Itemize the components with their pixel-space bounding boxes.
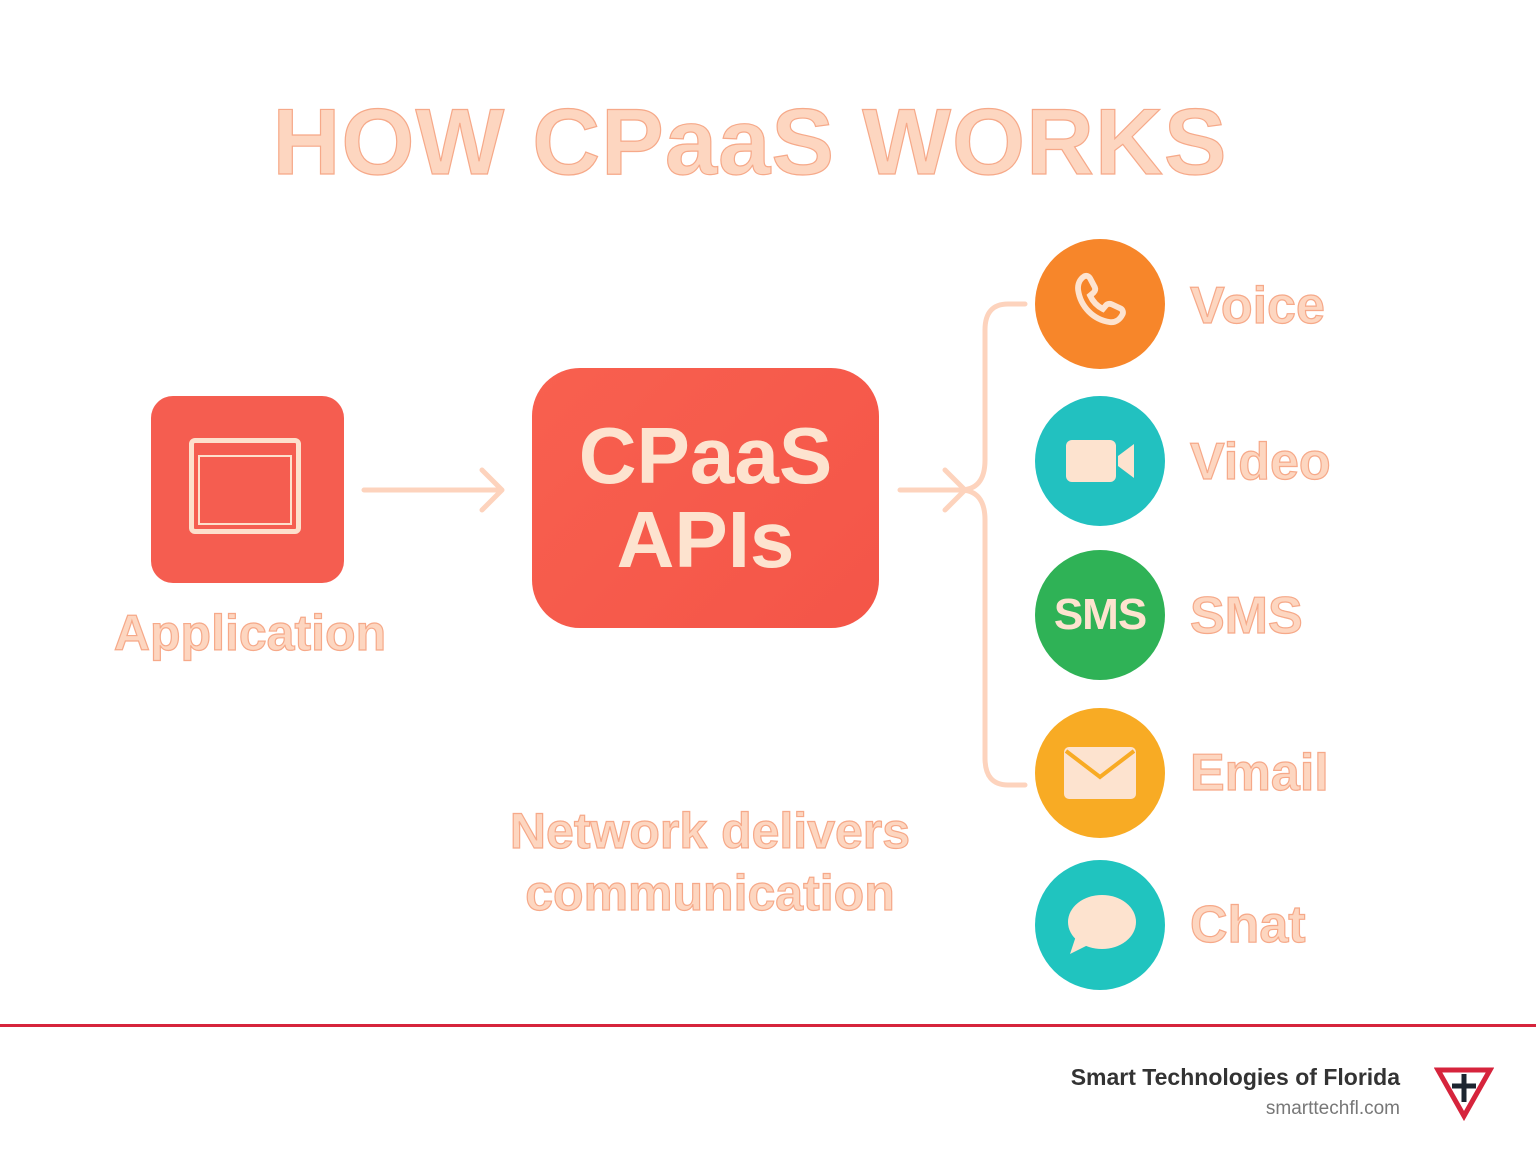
sms-icon: SMS	[1035, 550, 1165, 680]
arrow-app-to-api	[361, 467, 505, 513]
channel-label-chat: Chat	[1189, 895, 1306, 954]
cpaas-line1: CPaaS	[578, 411, 833, 500]
channel-label-voice: Voice	[1189, 276, 1325, 335]
company-logo-icon	[1434, 1067, 1494, 1122]
cpaas-apis-box: CPaaS APIs	[532, 368, 879, 628]
footer-divider	[0, 1024, 1536, 1027]
app-window-icon	[189, 438, 301, 534]
cpaas-line2: APIs	[616, 495, 795, 584]
channel-label-video: Video	[1189, 432, 1331, 491]
envelope-icon	[1035, 708, 1165, 838]
caption-line2: communication	[525, 864, 896, 921]
application-box	[151, 396, 344, 583]
caption-line1: Network delivers	[509, 802, 911, 859]
company-name: Smart Technologies of Florida	[1070, 1064, 1400, 1090]
page-title: HOW CPaaS WORKS	[272, 88, 1228, 194]
phone-icon	[1035, 239, 1165, 369]
channel-label-sms: SMS	[1189, 586, 1303, 645]
application-label: Application	[113, 604, 387, 661]
connectors	[361, 301, 1028, 788]
bracket	[957, 301, 1028, 788]
network-caption: Network delivers communication	[460, 800, 960, 924]
video-camera-icon	[1035, 396, 1165, 526]
arrow-api-to-channels	[897, 467, 968, 513]
channel-label-email: Email	[1189, 743, 1329, 802]
company-url[interactable]: smarttechfl.com	[1265, 1098, 1400, 1119]
chat-bubble-icon	[1035, 860, 1165, 990]
sms-icon-text: SMS	[1053, 590, 1147, 639]
